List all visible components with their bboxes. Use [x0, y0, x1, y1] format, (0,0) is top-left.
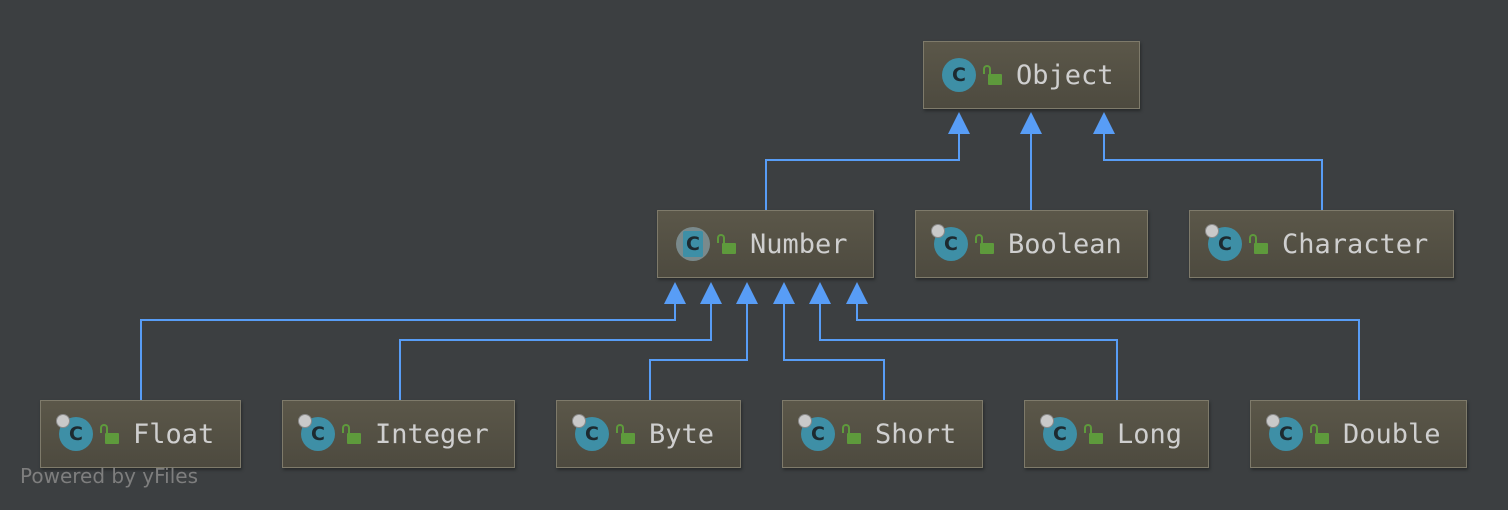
final-class-icon: C [298, 414, 335, 451]
edge-long-to-number [809, 282, 1118, 400]
node-label: Float [133, 418, 215, 450]
edge-character-to-object [1093, 112, 1323, 210]
node-label: Object [1016, 59, 1114, 91]
node-character[interactable]: C Character [1189, 210, 1454, 278]
public-lock-icon [983, 64, 1002, 85]
edge-integer-to-number [399, 282, 722, 400]
public-lock-icon [842, 423, 861, 444]
final-class-icon: C [931, 224, 968, 261]
node-float[interactable]: C Float [40, 400, 241, 468]
abstract-class-icon: C [676, 227, 710, 261]
inheritance-arrowhead [809, 282, 831, 304]
edge-short-to-number [773, 282, 885, 400]
inheritance-arrowhead [846, 282, 868, 304]
public-lock-icon [1084, 423, 1103, 444]
node-double[interactable]: C Double [1250, 400, 1467, 468]
edge-number-to-object [765, 112, 970, 210]
edge-double-to-number [846, 282, 1360, 400]
edge-byte-to-number [649, 282, 758, 400]
node-integer[interactable]: C Integer [282, 400, 515, 468]
node-number[interactable]: C Number [657, 210, 874, 278]
final-class-icon: C [1266, 414, 1303, 451]
final-class-icon: C [56, 414, 93, 451]
final-class-icon: C [1205, 224, 1242, 261]
node-long[interactable]: C Long [1024, 400, 1209, 468]
public-lock-icon [342, 423, 361, 444]
public-lock-icon [1310, 423, 1329, 444]
inheritance-arrowhead [1093, 112, 1115, 134]
node-label: Number [750, 228, 848, 260]
inheritance-arrowhead [700, 282, 722, 304]
node-short[interactable]: C Short [782, 400, 983, 468]
public-lock-icon [616, 423, 635, 444]
node-object[interactable]: C Object [923, 41, 1140, 109]
inheritance-arrowhead [664, 282, 686, 304]
final-class-icon: C [798, 414, 835, 451]
final-class-icon: C [1040, 414, 1077, 451]
powered-by-watermark: Powered by yFiles [20, 464, 198, 488]
public-lock-icon [975, 233, 994, 254]
node-label: Double [1343, 418, 1441, 450]
inheritance-arrowhead [773, 282, 795, 304]
node-label: Character [1282, 228, 1429, 260]
node-boolean[interactable]: C Boolean [915, 210, 1148, 278]
node-label: Byte [649, 418, 715, 450]
node-label: Integer [375, 418, 489, 450]
inheritance-arrowhead [1020, 112, 1042, 134]
edge-boolean-to-object [1020, 112, 1042, 210]
inheritance-arrowhead [948, 112, 970, 134]
node-label: Boolean [1008, 228, 1122, 260]
node-byte[interactable]: C Byte [556, 400, 741, 468]
public-lock-icon [717, 233, 736, 254]
inheritance-arrowhead [736, 282, 758, 304]
edge-float-to-number [140, 282, 686, 400]
public-lock-icon [100, 423, 119, 444]
node-label: Short [875, 418, 957, 450]
public-lock-icon [1249, 233, 1268, 254]
final-class-icon: C [572, 414, 609, 451]
class-icon: C [942, 58, 976, 92]
node-label: Long [1117, 418, 1183, 450]
